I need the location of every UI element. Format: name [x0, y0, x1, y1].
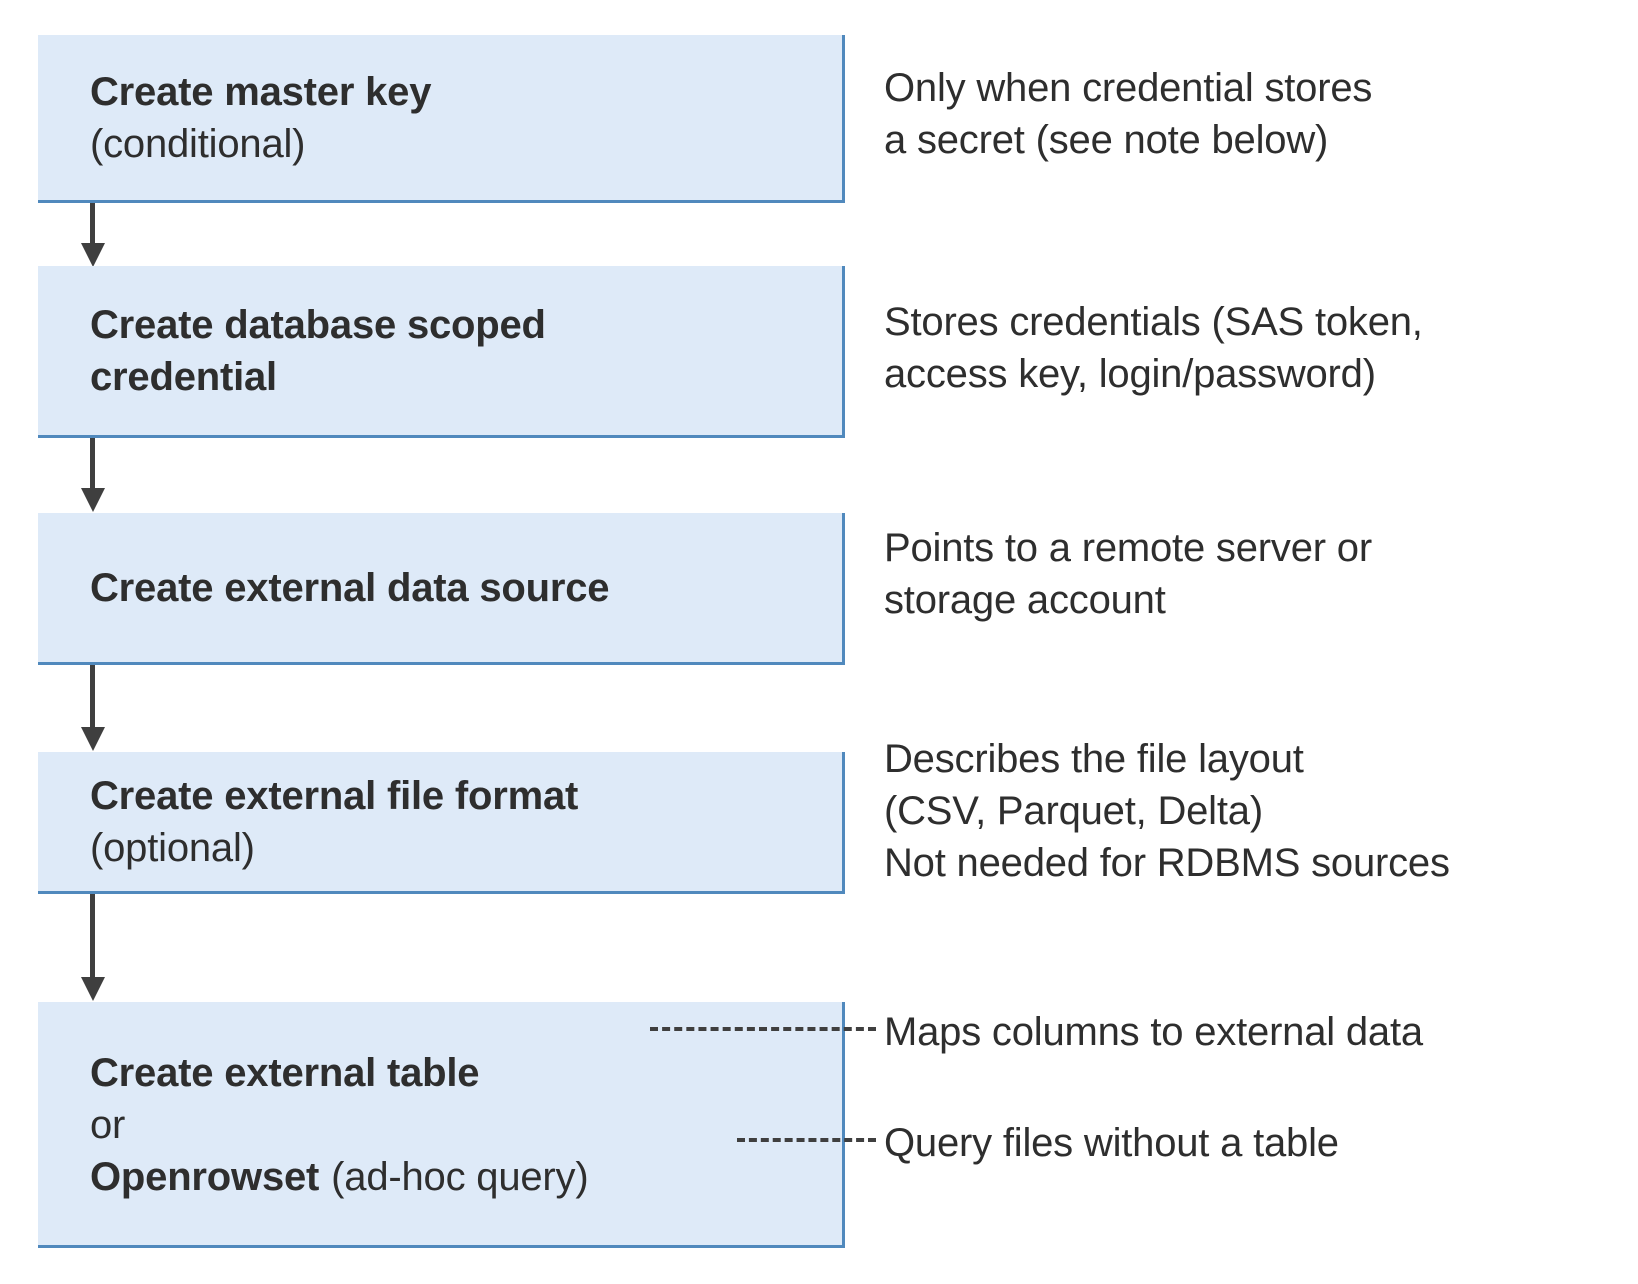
arrow-down-icon-3	[81, 665, 105, 753]
dashed-connector-external-table	[650, 1027, 876, 1031]
arrow-head	[81, 977, 105, 1001]
step-heading-openrowset: Openrowset	[90, 1154, 320, 1199]
step-box-create-master-key: Create master key (conditional)	[38, 35, 845, 203]
step-box-create-external-file-format: Create external file format (optional)	[38, 752, 845, 894]
step-heading-create-external-data-source: Create external data source	[90, 565, 610, 610]
step-heading-line-2: credential	[90, 354, 277, 399]
note-line: storage account	[884, 578, 1166, 622]
step-openrowset-qualifier: (ad-hoc query)	[331, 1154, 589, 1199]
arrow-down-icon-4	[81, 894, 105, 1003]
note-create-external-table: Maps columns to external data	[884, 1006, 1423, 1058]
arrow-head	[81, 243, 105, 267]
step-box-create-database-scoped-credential: Create database scoped credential	[38, 266, 845, 438]
note-line: (CSV, Parquet, Delta)	[884, 789, 1263, 833]
step-heading-create-external-table: Create external table	[90, 1050, 480, 1095]
step-subtitle-create-external-file-format: (optional)	[90, 825, 255, 870]
arrow-down-icon-2	[81, 438, 105, 514]
note-create-external-file-format: Describes the file layout (CSV, Parquet,…	[884, 733, 1450, 889]
arrow-head	[81, 727, 105, 751]
arrow-shaft	[90, 894, 95, 979]
arrow-shaft	[90, 665, 95, 729]
note-line: Describes the file layout	[884, 737, 1304, 781]
step-heading-create-master-key: Create master key	[90, 69, 432, 114]
note-line: Stores credentials (SAS token,	[884, 300, 1423, 344]
note-line: Maps columns to external data	[884, 1010, 1423, 1054]
step-heading-create-external-file-format: Create external file format	[90, 773, 579, 818]
note-create-master-key: Only when credential stores a secret (se…	[884, 62, 1372, 166]
note-line: a secret (see note below)	[884, 118, 1329, 162]
arrow-shaft	[90, 203, 95, 245]
note-create-database-scoped-credential: Stores credentials (SAS token, access ke…	[884, 296, 1423, 400]
note-line: Points to a remote server or	[884, 526, 1372, 570]
step-row-or: or	[90, 1099, 842, 1151]
step-row-openrowset: Openrowset (ad-hoc query)	[90, 1151, 842, 1203]
note-line: Query files without a table	[884, 1121, 1339, 1165]
note-create-external-data-source: Points to a remote server or storage acc…	[884, 522, 1372, 626]
step-subtitle-create-master-key: (conditional)	[90, 121, 306, 166]
note-line: Not needed for RDBMS sources	[884, 841, 1450, 885]
arrow-down-icon-1	[81, 203, 105, 267]
dashed-connector-openrowset	[737, 1138, 876, 1142]
step-box-create-external-table-or-openrowset: Create external table or Openrowset (ad-…	[38, 1002, 845, 1248]
note-line: access key, login/password)	[884, 352, 1376, 396]
note-line: Only when credential stores	[884, 66, 1373, 110]
step-row-external-table: Create external table	[90, 1047, 842, 1099]
step-connector-word: or	[90, 1102, 126, 1147]
note-openrowset: Query files without a table	[884, 1117, 1339, 1169]
step-heading-line-1: Create database scoped	[90, 302, 546, 347]
arrow-shaft	[90, 438, 95, 490]
step-box-create-external-data-source: Create external data source	[38, 513, 845, 665]
arrow-head	[81, 488, 105, 512]
